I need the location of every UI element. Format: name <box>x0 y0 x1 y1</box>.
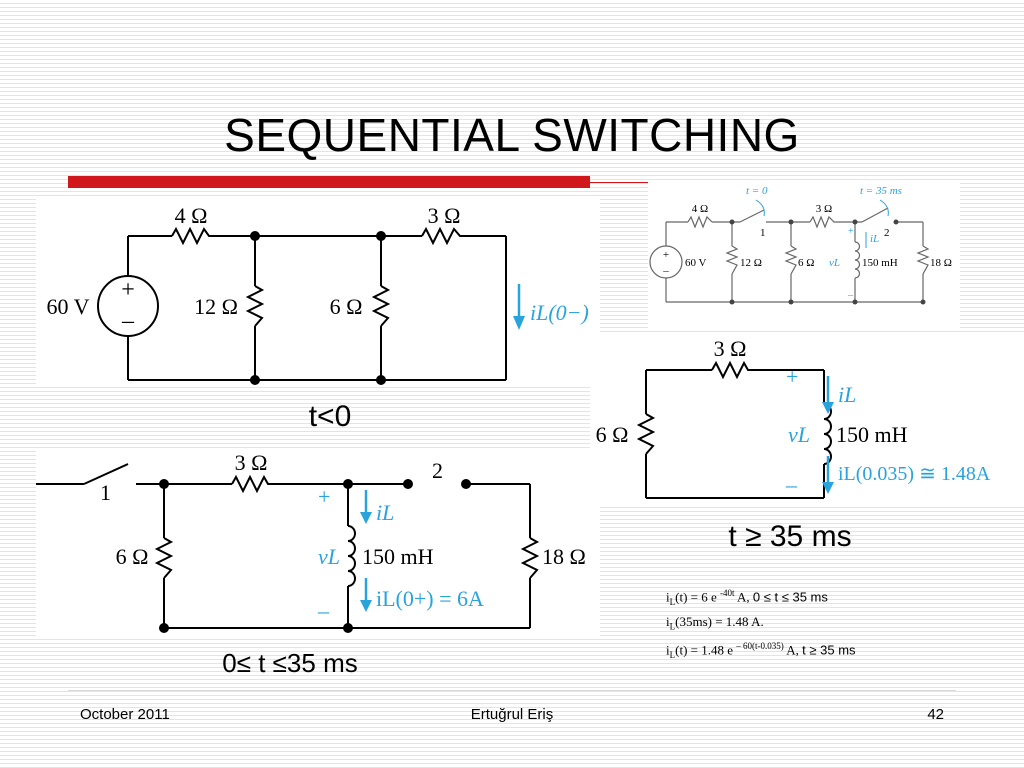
late-il-label: iL <box>838 382 856 407</box>
switch2-time-label: t = 35 ms <box>860 185 902 197</box>
late-il-init-label: iL(0.035) ≅ 1.48A <box>838 463 991 485</box>
mid-node2-label: 2 <box>432 458 443 483</box>
full-r6-label: 6 Ω <box>798 257 814 269</box>
source-label: 60 V <box>47 294 90 319</box>
late-vl-label: vL <box>788 422 810 447</box>
full-node2-label: 2 <box>884 227 890 239</box>
full-source-label: 60 V <box>685 257 707 269</box>
equation-line: iL(t) = 6 e -40t A, 0 ≤ t ≤ 35 ms <box>666 588 828 607</box>
svg-text:–: – <box>847 290 854 301</box>
caption-t-negative: t<0 <box>308 400 352 433</box>
circuit-t-after-35ms: + – 3 Ω 6 Ω vL 150 mH iL iL(0.035) ≅ 1.4… <box>590 334 1024 504</box>
mid-node1-label: 1 <box>100 480 111 505</box>
mid-vl-label: vL <box>318 544 340 569</box>
footer-divider <box>68 690 956 691</box>
mid-inductor-label: 150 mH <box>362 544 434 569</box>
resistor-12-label: 12 Ω <box>194 294 238 319</box>
current-label: iL(0−) <box>530 300 589 325</box>
svg-text:–: – <box>785 472 798 497</box>
footer-date: October 2011 <box>80 706 170 723</box>
switch1-time-label: t = 0 <box>746 185 768 197</box>
full-il-label: iL <box>870 233 879 245</box>
mid-r3-label: 3 Ω <box>235 450 268 475</box>
full-vl-label: vL <box>829 257 840 269</box>
resistor-6-label: 6 Ω <box>330 294 363 319</box>
title-accent-bar <box>68 176 590 188</box>
footer-author: Ertuğrul Eriş <box>470 706 554 723</box>
slide-title: SEQUENTIAL SWITCHING <box>224 109 800 161</box>
svg-text:–: – <box>317 598 330 623</box>
full-r4-label: 4 Ω <box>692 203 708 215</box>
svg-text:+: + <box>663 249 669 261</box>
circuit-t-negative: + – 4 Ω 3 Ω 60 V 12 Ω 6 Ω iL(0−) <box>36 196 600 386</box>
late-r6-label: 6 Ω <box>596 422 629 447</box>
caption-t-after-35ms: t ≥ 35 ms <box>728 520 852 553</box>
svg-text:+: + <box>121 277 135 303</box>
mid-il-init-label: iL(0+) = 6A <box>376 586 484 611</box>
full-r12-label: 12 Ω <box>740 257 762 269</box>
footer-page-number: 42 <box>927 706 944 723</box>
mid-r6-label: 6 Ω <box>116 544 149 569</box>
svg-text:+: + <box>786 364 798 389</box>
equation-line: iL(35ms) = 1.48 A. <box>666 613 764 632</box>
full-r18-label: 18 Ω <box>930 257 952 269</box>
caption-t-0-to-35ms: 0≤ t ≤35 ms <box>222 648 358 678</box>
svg-text:–: – <box>121 308 135 334</box>
svg-text:–: – <box>662 265 669 277</box>
mid-il-label: iL <box>376 500 394 525</box>
late-r3-label: 3 Ω <box>714 336 747 361</box>
inductor-current-equations: iL(t) = 6 e -40t A, 0 ≤ t ≤ 35 ms iL(35m… <box>666 584 856 664</box>
full-inductor-label: 150 mH <box>862 257 898 269</box>
full-node1-label: 1 <box>760 227 766 239</box>
resistor-3-label: 3 Ω <box>428 203 461 228</box>
equation-line: iL(t) = 1.48 e – 60(t-0.035) A, t ≥ 35 m… <box>666 640 856 660</box>
resistor-4-label: 4 Ω <box>175 203 208 228</box>
full-r3-label: 3 Ω <box>816 203 832 215</box>
circuit-full-switching: + – + – t = 0 t = 35 ms 4 Ω 3 Ω 1 2 60 V… <box>648 182 960 328</box>
svg-text:+: + <box>848 226 854 237</box>
circuit-t-0-to-35ms: + – 1 2 3 Ω 6 Ω vL 150 mH iL iL(0+) = 6A… <box>36 448 600 638</box>
svg-text:+: + <box>318 484 330 509</box>
late-inductor-label: 150 mH <box>836 422 908 447</box>
mid-r18-label: 18 Ω <box>542 544 586 569</box>
